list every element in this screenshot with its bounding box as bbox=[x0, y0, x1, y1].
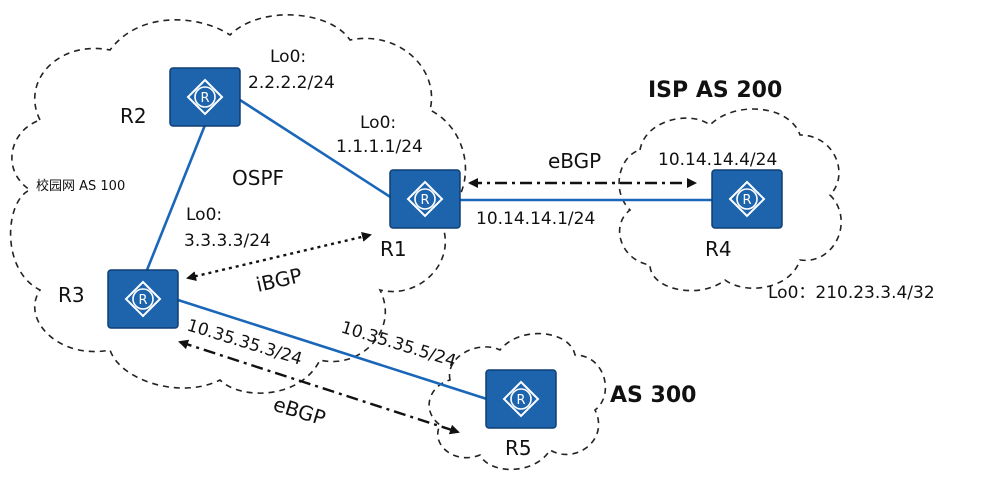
svg-text:R: R bbox=[516, 393, 525, 408]
router-icon: R bbox=[502, 380, 540, 418]
campus-as100-cloud bbox=[9, 14, 467, 394]
ebgp-r3-r5-label: eBGP bbox=[271, 392, 329, 431]
r2-lo0-ip: 2.2.2.2/24 bbox=[248, 73, 335, 93]
router-r4[interactable]: R bbox=[711, 169, 783, 229]
link-r2-r3 bbox=[143, 124, 207, 276]
router-r5-label: R5 bbox=[505, 436, 532, 460]
router-r1[interactable]: R bbox=[389, 169, 461, 229]
ebgp-r1-r4-label: eBGP bbox=[548, 149, 601, 173]
router-r2-label: R2 bbox=[120, 104, 147, 128]
router-r3[interactable]: R bbox=[107, 269, 179, 329]
router-r3-label: R3 bbox=[58, 283, 85, 307]
svg-text:R: R bbox=[200, 91, 209, 106]
router-r2[interactable]: R bbox=[169, 67, 241, 127]
as300-label: AS 300 bbox=[610, 383, 696, 408]
r1-lo0-ip: 1.1.1.1/24 bbox=[336, 137, 423, 157]
ospf-label: OSPF bbox=[232, 166, 284, 190]
link-r2-r1 bbox=[239, 98, 396, 202]
r4-interface-ip: 10.14.14.4/24 bbox=[658, 150, 777, 170]
svg-text:R: R bbox=[742, 193, 751, 208]
r1-lo0-label: Lo0: bbox=[360, 113, 396, 133]
router-r1-label: R1 bbox=[380, 237, 407, 261]
router-icon: R bbox=[728, 180, 766, 218]
r5-interface-ip: 10.35.35.5/24 bbox=[339, 318, 459, 372]
r3-interface-ip: 10.35.35.3/24 bbox=[185, 316, 305, 370]
ibgp-r1-r3-label: iBGP bbox=[254, 263, 305, 297]
svg-text:R: R bbox=[138, 293, 147, 308]
router-r4-label: R4 bbox=[705, 237, 732, 261]
router-icon: R bbox=[186, 78, 224, 116]
isp-as200-cloud bbox=[618, 108, 842, 292]
r4-lo0: Lo0：210.23.3.4/32 bbox=[768, 283, 935, 303]
as300-cloud bbox=[428, 332, 607, 471]
ibgp-session-r1-r3 bbox=[186, 231, 372, 282]
router-icon: R bbox=[124, 280, 162, 318]
ebgp-session-r3-r5 bbox=[178, 339, 460, 435]
router-icon: R bbox=[406, 180, 444, 218]
r1-interface-ip: 10.14.14.1/24 bbox=[476, 209, 595, 229]
r2-lo0-label: Lo0: bbox=[270, 47, 306, 67]
svg-text:R: R bbox=[420, 193, 429, 208]
r3-lo0-label: Lo0: bbox=[186, 205, 222, 225]
router-r5[interactable]: R bbox=[485, 369, 557, 429]
isp-as200-label: ISP AS 200 bbox=[648, 78, 782, 103]
r3-lo0-ip: 3.3.3.3/24 bbox=[184, 231, 271, 251]
campus-as100-label: 校园网 AS 100 bbox=[36, 178, 125, 194]
